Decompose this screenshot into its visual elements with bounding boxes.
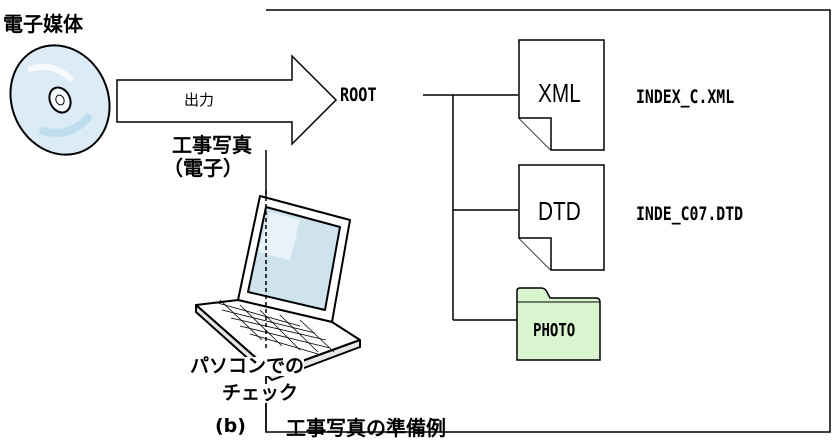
root-label: ROOT [340,84,377,106]
photo-label-line2: （電子） [163,156,243,180]
document-icon [518,39,605,151]
xml-doc-label: XML [538,78,581,108]
disc-icon [9,44,111,156]
arrow-icon [116,54,338,146]
dtd-doc-label: DTD [538,196,581,226]
media-label: 電子媒体 [3,12,83,36]
folder-icon [516,287,601,361]
pc-check-line2: チェック [222,382,299,404]
caption-tag: (b) [215,415,246,437]
laptop-icon [195,195,361,381]
photo-label-line1: 工事写真 [172,133,252,157]
arrow-label: 出力 [184,91,215,109]
photo-folder-label: PHOTO [533,320,576,341]
document-icon [518,164,605,271]
tree-connectors [423,94,518,321]
xml-file-name: INDEX_C.XML [636,86,735,108]
caption-text: 工事写真の準備例 [286,416,446,440]
dtd-file-name: INDE_C07.DTD [636,203,744,225]
pc-check-line1: パソコンでの [190,355,305,377]
